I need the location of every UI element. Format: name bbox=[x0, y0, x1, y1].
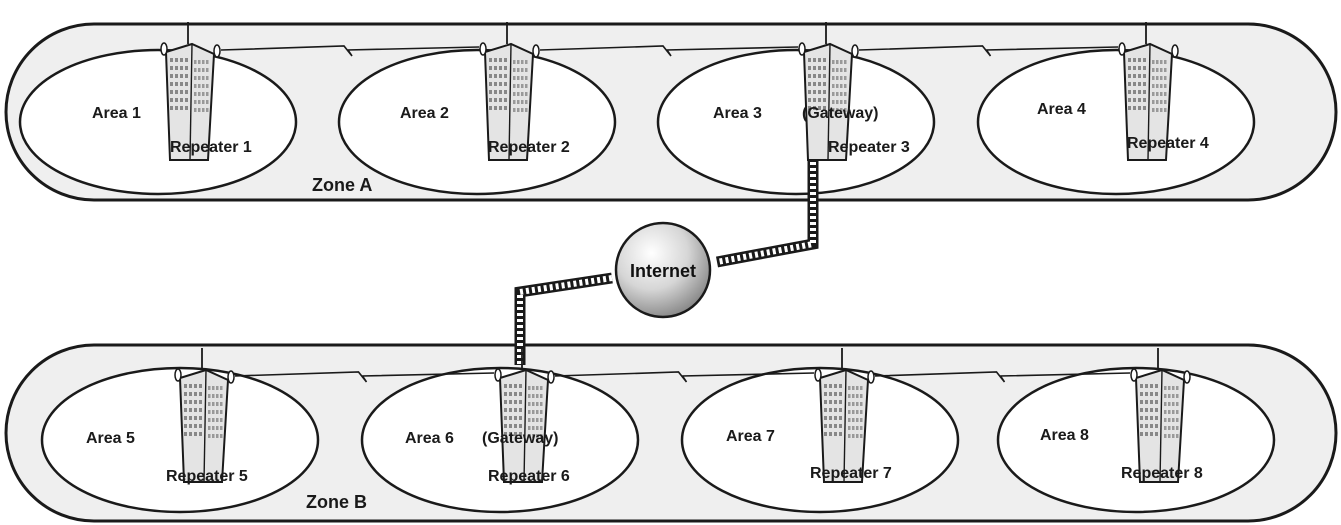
area-ellipse bbox=[20, 50, 296, 194]
gateway-label: (Gateway) bbox=[482, 430, 558, 447]
repeater-label: Repeater 3 bbox=[828, 139, 910, 156]
repeater-label: Repeater 6 bbox=[488, 468, 570, 485]
area-label: Area 1 bbox=[92, 105, 141, 122]
gateway-label: (Gateway) bbox=[802, 105, 878, 122]
area-ellipse bbox=[339, 50, 615, 194]
repeater-label: Repeater 7 bbox=[810, 465, 892, 482]
area-label: Area 8 bbox=[1040, 427, 1089, 444]
repeater-label: Repeater 1 bbox=[170, 139, 252, 156]
area-label: Area 7 bbox=[726, 428, 775, 445]
repeater-label: Repeater 5 bbox=[166, 468, 248, 485]
repeater-label: Repeater 4 bbox=[1127, 135, 1209, 152]
area-label: Area 3 bbox=[713, 105, 762, 122]
internet-label: Internet bbox=[630, 261, 696, 281]
zone-a-label: Zone A bbox=[312, 175, 372, 195]
area-label: Area 4 bbox=[1037, 101, 1086, 118]
area-label: Area 5 bbox=[86, 430, 135, 447]
area-ellipse bbox=[658, 50, 934, 194]
repeater-label: Repeater 8 bbox=[1121, 465, 1203, 482]
area-label: Area 6 bbox=[405, 430, 454, 447]
area-label: Area 2 bbox=[400, 105, 449, 122]
repeater-label: Repeater 2 bbox=[488, 139, 570, 156]
zone-b-label: Zone B bbox=[306, 492, 367, 512]
area-ellipse bbox=[978, 50, 1254, 194]
internet-node: Internet bbox=[616, 223, 710, 317]
